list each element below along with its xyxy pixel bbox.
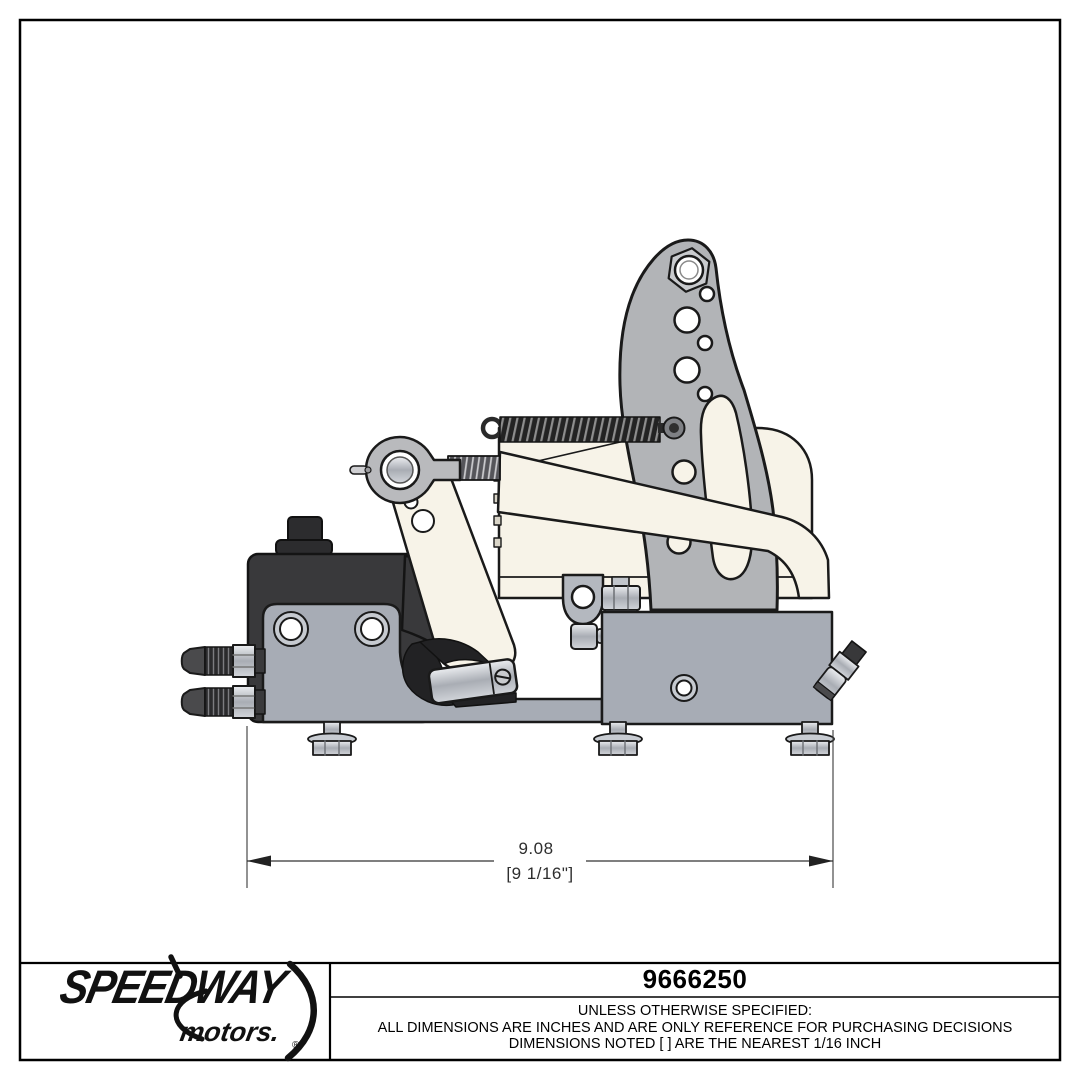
bracket-hole-right bbox=[354, 611, 390, 647]
bracket-hole-left bbox=[273, 611, 309, 647]
dimension-9-08 bbox=[246, 726, 834, 888]
roller-pin bbox=[427, 658, 519, 705]
assembly-view bbox=[180, 238, 867, 756]
spec-note-line-2: ALL DIMENSIONS ARE INCHES AND ARE ONLY R… bbox=[377, 1019, 1013, 1036]
cotter-pin bbox=[349, 465, 372, 475]
logo-speedway-text: SPEEDWAY bbox=[55, 959, 290, 1013]
an-fitting-upper bbox=[180, 644, 266, 678]
logo-tick bbox=[168, 954, 183, 979]
pedal-pad-bar bbox=[496, 450, 831, 600]
dimension-arrow-left bbox=[247, 855, 271, 867]
dimension-value: 9.08 bbox=[518, 839, 554, 858]
dimension-arrow-right bbox=[809, 855, 833, 867]
speedway-logo-arcs bbox=[168, 954, 317, 1062]
clevis-spacer bbox=[570, 623, 598, 650]
mounting-bolt-right bbox=[785, 721, 835, 756]
logo-registered-mark: ® bbox=[292, 1040, 300, 1051]
rod-end bbox=[349, 435, 501, 505]
part-number: 9666250 bbox=[642, 964, 748, 994]
mounting-bolt-left bbox=[307, 721, 357, 756]
title-block-lines bbox=[20, 961, 1060, 1060]
dimension-bracket-value: [9 1/16"] bbox=[506, 864, 574, 883]
mounting-bolt-middle bbox=[593, 721, 643, 756]
spring-anchor-bolt bbox=[662, 416, 686, 440]
logo-swoosh-arc bbox=[173, 988, 209, 1042]
spring-coil bbox=[499, 416, 661, 443]
return-spring bbox=[480, 416, 686, 443]
sheet-border bbox=[18, 18, 1062, 1062]
spec-note-line-1: UNLESS OTHERWISE SPECIFIED: bbox=[577, 1003, 813, 1020]
heim-ball bbox=[386, 456, 414, 484]
bleed-fitting bbox=[812, 640, 867, 702]
logo-motors-text: motors. bbox=[177, 1016, 283, 1047]
spec-note-line-3: DIMENSIONS NOTED [ ] ARE THE NEAREST 1/1… bbox=[508, 1036, 882, 1053]
an-fitting-lower bbox=[180, 685, 266, 719]
base-block bbox=[600, 610, 834, 726]
logo-right-arc bbox=[284, 960, 317, 1062]
spec-notes: UNLESS OTHERWISE SPECIFIED: ALL DIMENSIO… bbox=[330, 997, 1060, 1059]
clevis-bracket bbox=[561, 573, 612, 650]
pivot-hole-inner bbox=[679, 260, 699, 280]
